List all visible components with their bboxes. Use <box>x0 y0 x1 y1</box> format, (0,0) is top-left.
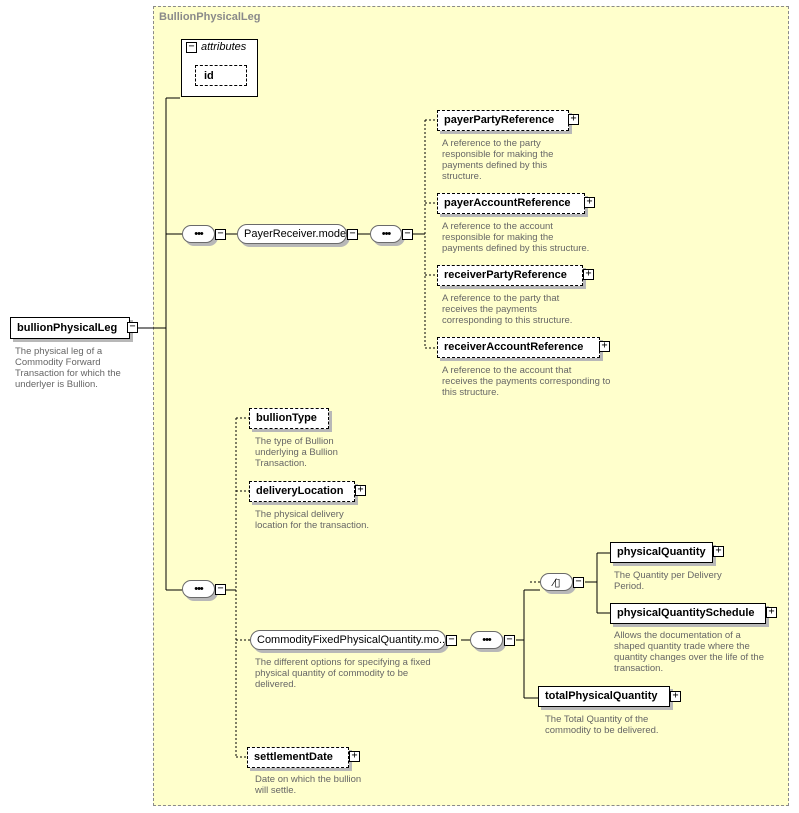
plus-box-icon[interactable]: + <box>713 546 724 557</box>
element-payer-account-reference[interactable]: payerAccountReference <box>437 193 585 214</box>
complex-type-box <box>153 6 789 806</box>
minus-box-icon[interactable]: − <box>573 577 584 588</box>
minus-box-icon[interactable]: − <box>215 229 226 240</box>
plus-box-icon[interactable]: + <box>568 114 579 125</box>
minus-box-icon[interactable]: − <box>347 229 358 240</box>
plus-box-icon[interactable]: + <box>349 751 360 762</box>
group-payer-receiver[interactable]: PayerReceiver.model <box>237 224 349 244</box>
sequence-icon: ••• <box>182 580 215 598</box>
root-element[interactable]: bullionPhysicalLeg <box>10 317 130 339</box>
attributes-header: attributes <box>201 41 247 53</box>
minus-box-icon[interactable]: − <box>127 322 138 333</box>
element-total-physical-quantity[interactable]: totalPhysicalQuantity <box>538 686 670 707</box>
fixed-quantity-doc: The different options for specifying a f… <box>255 657 431 690</box>
sequence-icon: ••• <box>182 225 215 243</box>
group-commodity-fixed-physical-quantity[interactable]: CommodityFixedPhysicalQuantity.mo... <box>250 630 448 650</box>
minus-box-icon[interactable]: − <box>446 635 457 646</box>
minus-box-icon[interactable]: − <box>215 584 226 595</box>
element-delivery-location[interactable]: deliveryLocation <box>249 481 355 502</box>
minus-box-icon[interactable]: − <box>504 635 515 646</box>
choice-icon: ⁄▯ <box>540 573 573 591</box>
plus-box-icon[interactable]: + <box>584 197 595 208</box>
plus-box-icon[interactable]: + <box>599 341 610 352</box>
element-bullion-type[interactable]: bullionType <box>249 408 329 429</box>
plus-box-icon[interactable]: + <box>583 269 594 280</box>
minus-box-icon[interactable]: − <box>402 229 413 240</box>
minus-box-icon[interactable]: − <box>186 42 197 53</box>
sequence-icon: ••• <box>470 631 503 649</box>
element-payer-party-reference[interactable]: payerPartyReference <box>437 110 569 131</box>
root-element-label: bullionPhysicalLeg <box>17 321 118 334</box>
element-physical-quantity-schedule[interactable]: physicalQuantitySchedule <box>610 603 766 624</box>
element-receiver-account-reference[interactable]: receiverAccountReference <box>437 337 600 358</box>
plus-box-icon[interactable]: + <box>766 607 777 618</box>
element-receiver-party-reference[interactable]: receiverPartyReference <box>437 265 583 286</box>
plus-box-icon[interactable]: + <box>670 691 681 702</box>
element-settlement-date[interactable]: settlementDate <box>247 747 349 768</box>
sequence-icon: ••• <box>370 225 402 243</box>
plus-box-icon[interactable]: + <box>355 485 366 496</box>
attribute-id[interactable]: id <box>195 65 247 86</box>
complex-type-title: BullionPhysicalLeg <box>159 11 261 23</box>
element-physical-quantity[interactable]: physicalQuantity <box>610 542 713 563</box>
